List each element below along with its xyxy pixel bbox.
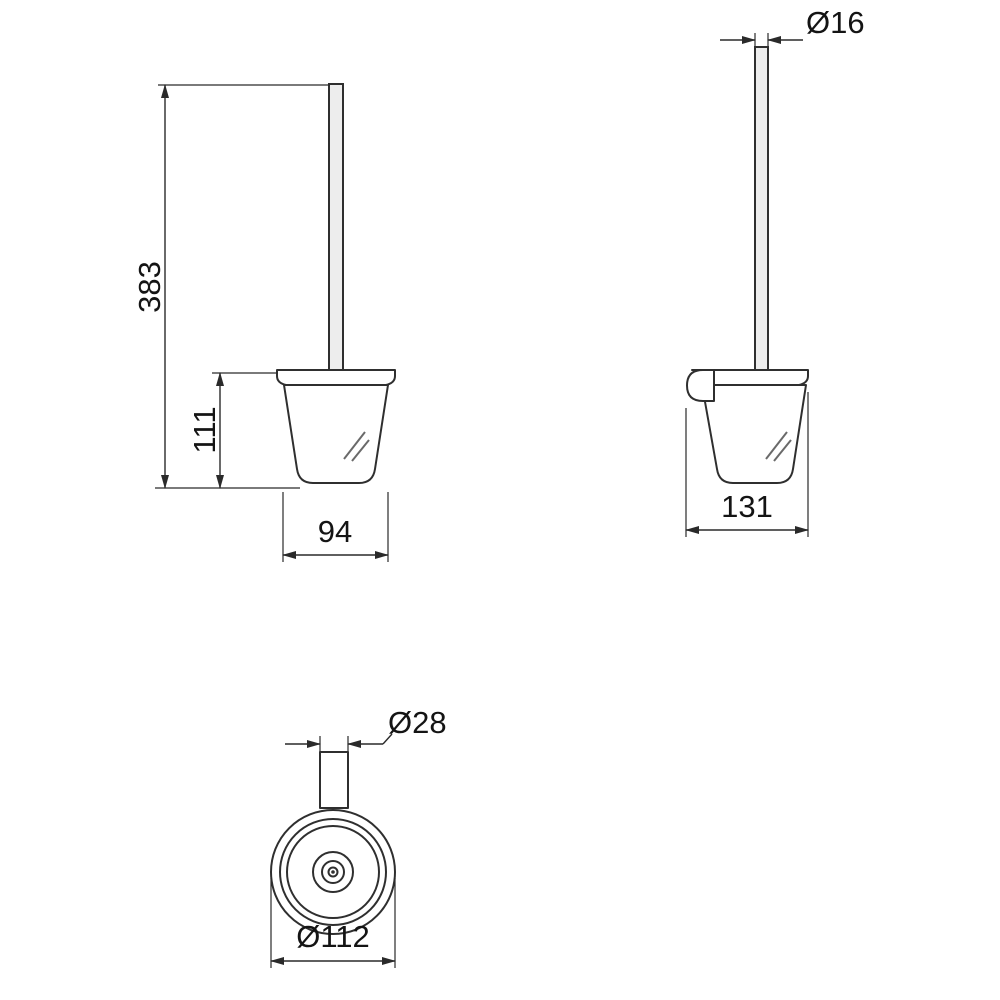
glass-hatch-front: [343, 431, 370, 462]
wall-bracket-side: [686, 369, 715, 402]
glass-hatch-side: [765, 431, 792, 462]
dimension-holder-depth: 131: [685, 392, 809, 537]
cup-circles-top: [270, 809, 396, 935]
dimension-holder-height: 111: [187, 372, 278, 489]
cup-inner-circle: [286, 825, 380, 919]
dimension-cup-diameter: Ø112: [270, 878, 396, 968]
dim-label-stem-diameter: Ø28: [388, 705, 447, 740]
dim-label-cup-diameter: Ø112: [296, 919, 370, 954]
cup-rim-circle: [279, 818, 387, 926]
hub-inner-circle: [321, 860, 345, 884]
dimension-holder-width: 94: [282, 492, 389, 562]
hub-outer-circle: [312, 851, 354, 893]
holder-cup-side: [701, 384, 807, 484]
top-view: Ø28 Ø112: [270, 705, 447, 968]
dim-label-handle-diameter: Ø16: [806, 5, 865, 40]
dim-label-holder-width: 94: [318, 514, 352, 549]
dim-label-holder-height: 111: [187, 406, 222, 453]
center-circle: [327, 866, 339, 878]
brush-handle-front: [328, 83, 344, 373]
mount-stem-top: [319, 751, 349, 809]
front-view: 383 111 94: [132, 83, 396, 562]
brush-handle-side: [754, 46, 769, 378]
holder-cup-front: [283, 384, 389, 484]
dimension-stem-diameter: Ø28: [285, 705, 447, 752]
dim-label-holder-depth: 131: [721, 489, 773, 524]
dim-label-total-height: 383: [132, 261, 167, 313]
center-dot: [331, 870, 335, 874]
holder-collar-side: [691, 369, 809, 386]
holder-collar-front: [276, 369, 396, 386]
side-view: Ø16 131: [685, 5, 865, 537]
cup-outer-circle: [270, 809, 396, 935]
dimension-handle-diameter: Ø16: [720, 5, 865, 46]
dimension-total-height: 383: [132, 84, 330, 489]
